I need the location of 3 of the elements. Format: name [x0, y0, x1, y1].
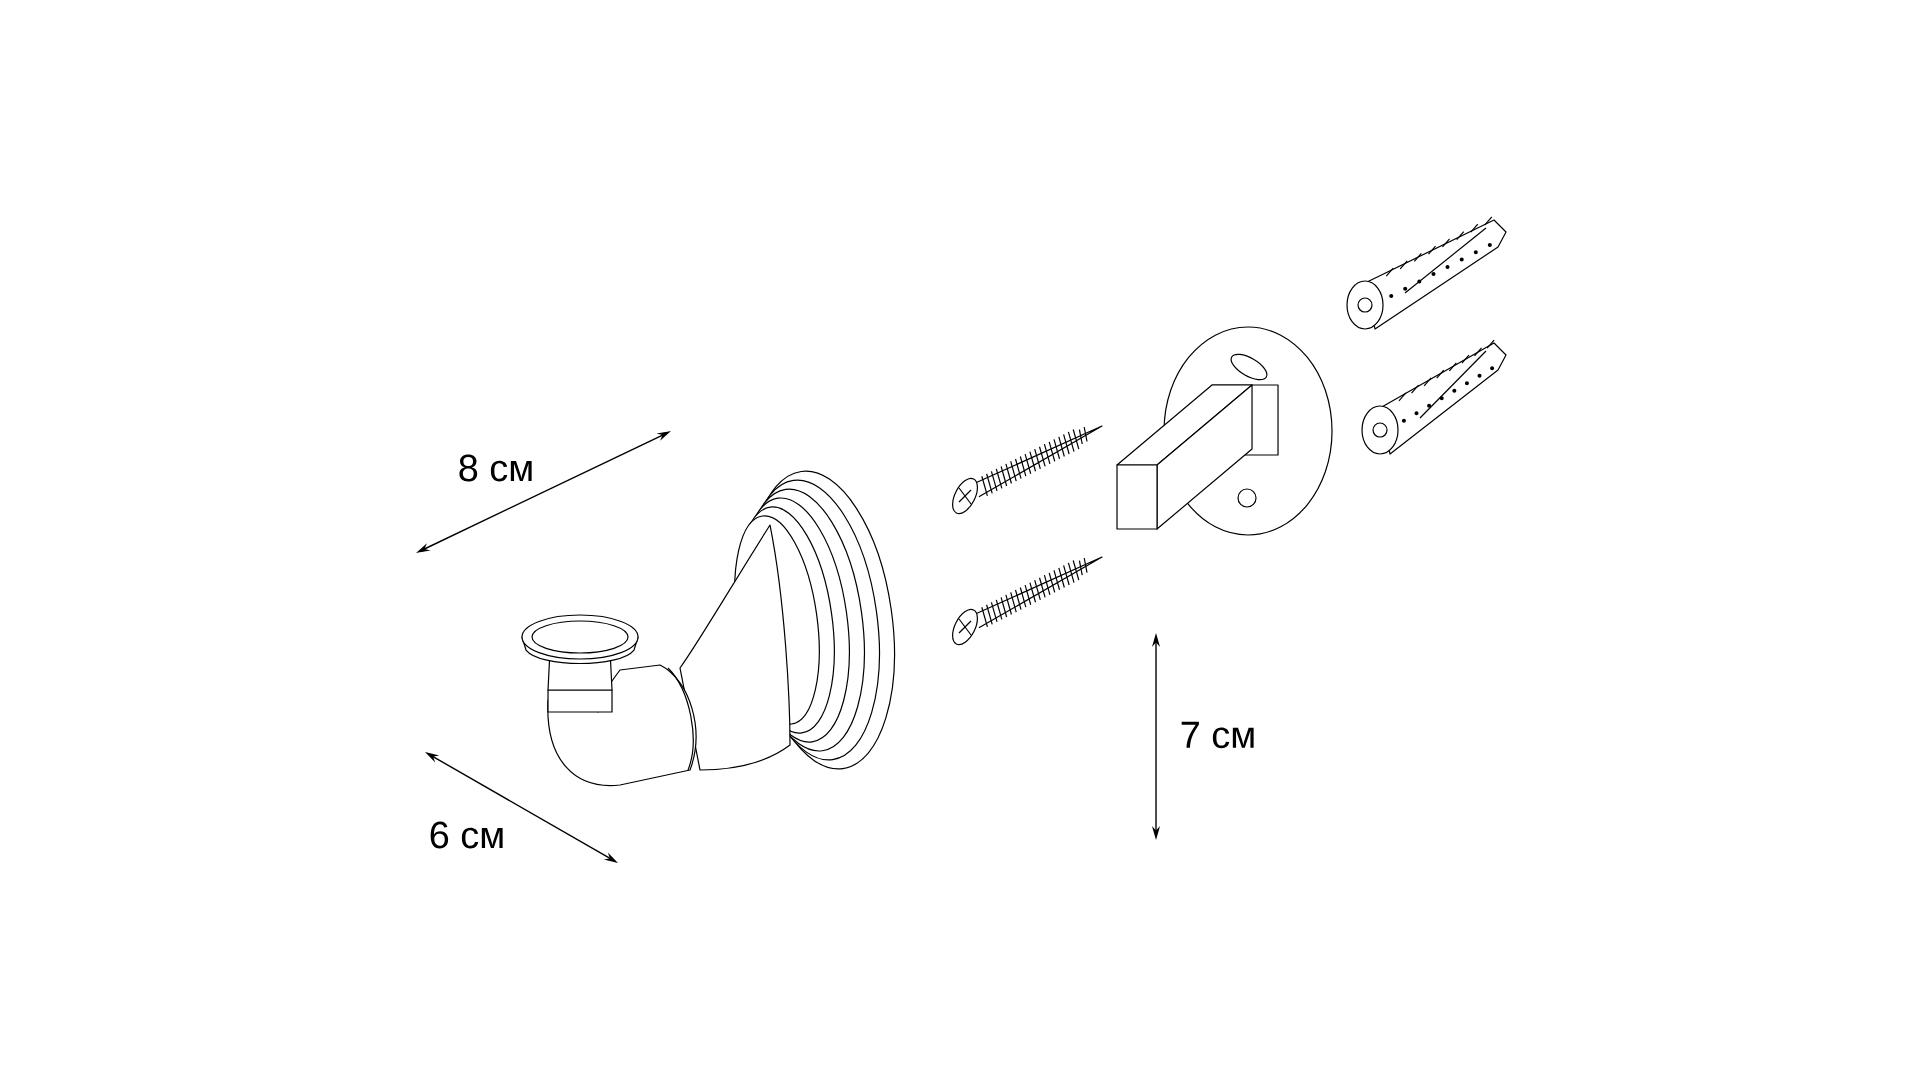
dimension-label: 6 см: [430, 821, 503, 849]
dimension-label: 7 см: [1181, 721, 1254, 749]
dimension-label: 8 см: [459, 454, 532, 482]
